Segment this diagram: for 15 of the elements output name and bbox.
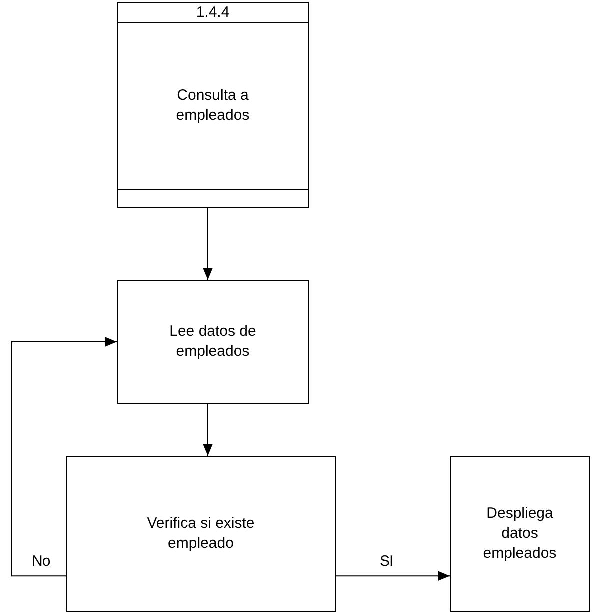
- arrow: [203, 208, 213, 280]
- edge-label: SI: [380, 554, 394, 570]
- arrow: [12, 337, 118, 577]
- arrow: [336, 571, 450, 582]
- process-label: Verifica si existe empleado: [146, 514, 256, 554]
- process-label: Consulta a empleados: [175, 86, 251, 126]
- edge-label: No: [32, 554, 50, 570]
- process-box: [66, 456, 336, 612]
- process-label: Lee datos de empleados: [168, 322, 258, 362]
- process-box: [117, 280, 309, 404]
- arrow: [203, 404, 213, 456]
- process-label: Despliega datos empleados: [482, 504, 558, 564]
- process-number: 1.4.4: [196, 5, 230, 20]
- process-box: [117, 2, 309, 208]
- process-box: [450, 456, 590, 612]
